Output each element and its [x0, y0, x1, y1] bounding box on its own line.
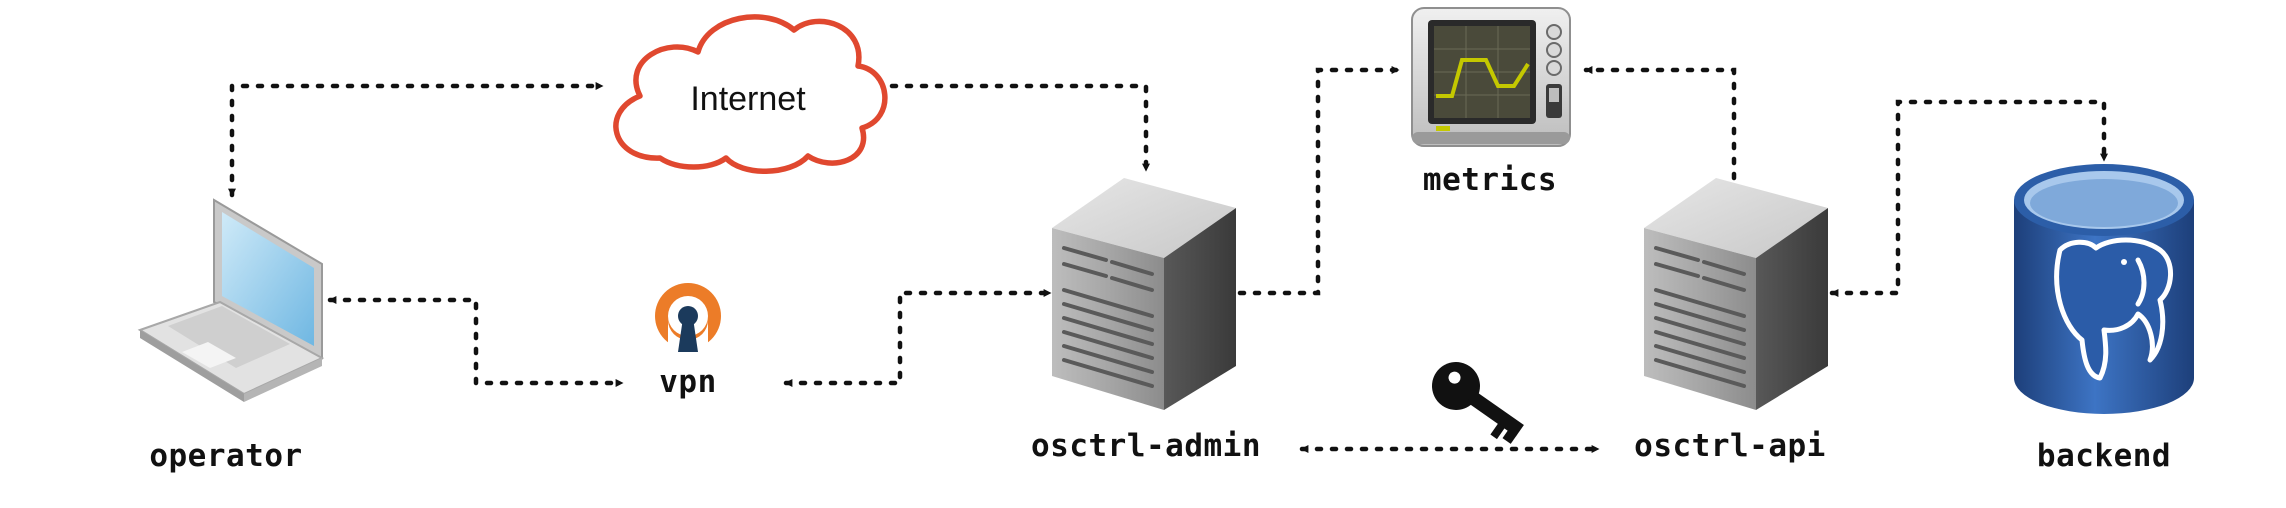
connector-admin-metrics	[1237, 66, 1401, 296]
connector-vpn-admin	[783, 289, 1053, 387]
cloud-icon: Internet	[613, 14, 888, 174]
openvpn-icon	[655, 283, 721, 352]
connector-operator-internet	[228, 82, 605, 198]
operator-label: operator	[149, 438, 303, 474]
connector-api-backend	[1829, 99, 2108, 297]
metrics-label: metrics	[1422, 162, 1558, 198]
server-icon	[1644, 178, 1828, 410]
postgres-database-icon	[2014, 164, 2194, 414]
osctrl-api-label: osctrl-api	[1634, 428, 1826, 464]
internet-label: Internet	[690, 80, 806, 118]
monitor-icon	[1411, 7, 1571, 147]
connector-api-metrics	[1583, 66, 1737, 181]
laptop-icon	[137, 198, 325, 402]
vpn-label: vpn	[659, 364, 717, 400]
connector-operator-vpn	[327, 296, 625, 387]
key-icon	[1432, 362, 1524, 444]
osctrl-admin-label: osctrl-admin	[1031, 428, 1261, 464]
connector-internet-admin	[859, 82, 1150, 173]
server-icon	[1052, 178, 1236, 410]
backend-label: backend	[2036, 438, 2172, 474]
